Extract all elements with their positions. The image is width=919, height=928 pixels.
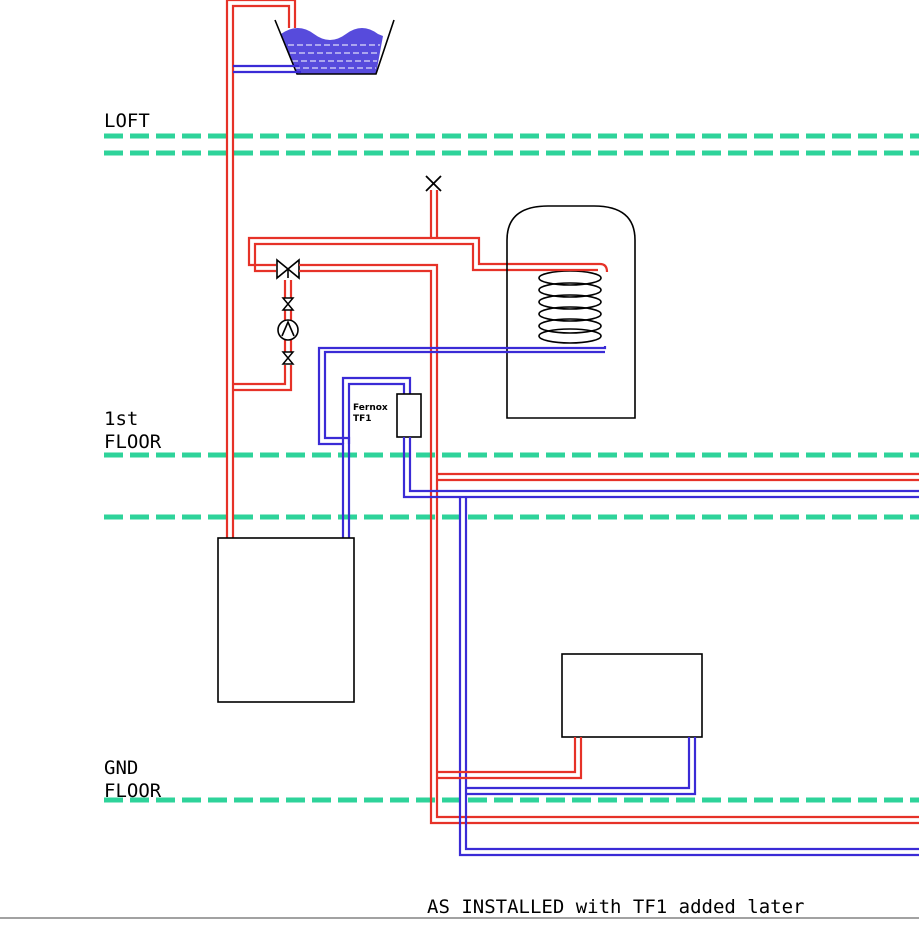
gnd-floor-label-line1: GND	[104, 757, 138, 779]
cylinder-coil-icon	[538, 270, 602, 344]
cylinder-return-inner	[323, 350, 605, 538]
valve-loop-inner	[253, 242, 510, 273]
vent-icon	[425, 175, 442, 192]
feed-expansion-tank	[274, 19, 395, 75]
cold-feed-pipe-outer	[225, 0, 297, 538]
filter-label-line1: Fernox	[353, 403, 388, 413]
floor-lines	[104, 133, 919, 803]
boiler	[217, 537, 355, 703]
isolation-valve-lower-icon	[281, 351, 295, 365]
ground-return-outer	[458, 497, 919, 857]
filter-label-line2: TF1	[353, 414, 372, 424]
filter-loop-inner	[347, 382, 406, 444]
valve-loop-outer	[247, 236, 510, 267]
ground-return-inner	[464, 497, 919, 851]
loft-label: LOFT	[104, 110, 150, 132]
radiator-flow-inner	[437, 737, 583, 780]
cold-feed-pipe-inner	[231, 4, 291, 538]
radiator-return-outer	[466, 737, 691, 790]
flow-drop-outer	[299, 263, 919, 819]
first-floor-label-line1: 1st	[104, 408, 138, 430]
gnd-floor-label-line2: FLOOR	[104, 780, 162, 802]
filter-return-outer	[402, 437, 919, 499]
flow-drop-inner	[299, 269, 919, 825]
first-floor-label-line2: FLOOR	[104, 431, 162, 453]
pump-branch-inner	[233, 365, 293, 392]
isolation-valve-upper-icon	[281, 297, 295, 311]
caption: AS INSTALLED with TF1 added later	[427, 896, 805, 918]
three-port-valve-icon	[276, 258, 300, 280]
radiator-flow-outer	[437, 737, 577, 774]
pump-icon	[277, 319, 299, 341]
fernox-filter	[396, 393, 422, 438]
filter-loop-outer	[341, 376, 412, 444]
pump-branch-outer	[233, 365, 287, 386]
radiator	[561, 653, 703, 738]
cylinder-return-outer	[317, 346, 607, 538]
radiator-return-inner	[466, 737, 697, 796]
filter-return-inner	[408, 437, 919, 493]
hot-water-cylinder	[506, 205, 636, 419]
